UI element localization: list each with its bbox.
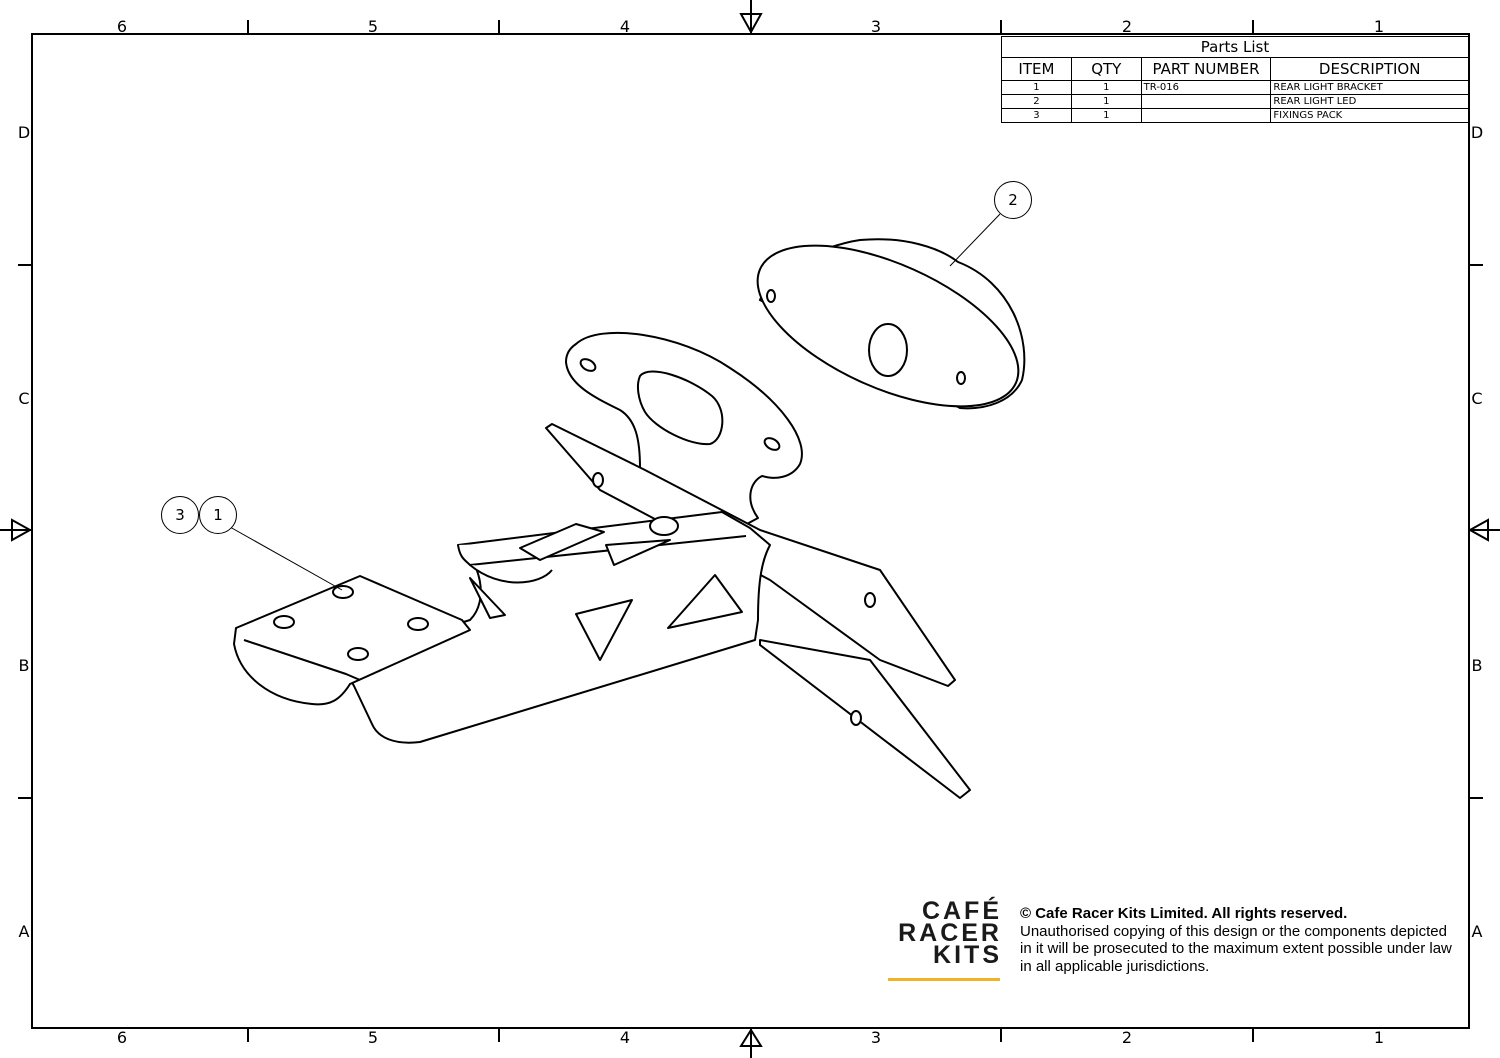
zone-label-left-b: B xyxy=(18,656,30,675)
copyright-notice: © Cafe Racer Kits Limited. All rights re… xyxy=(1020,905,1460,975)
zone-label-right-d: D xyxy=(1470,123,1484,142)
cell-part-number: TR-016 xyxy=(1140,80,1272,95)
zone-label-bottom-4: 4 xyxy=(619,1028,631,1047)
brand-logo-line-3: KITS xyxy=(933,941,1002,969)
cell-qty: 1 xyxy=(1070,94,1142,109)
copyright-heading: © Cafe Racer Kits Limited. All rights re… xyxy=(1020,905,1348,922)
rear-light-led xyxy=(756,238,1026,410)
cell-item: 3 xyxy=(1001,108,1072,123)
header-qty: QTY xyxy=(1070,57,1142,81)
brand-logo-line-1: CAFÉ xyxy=(921,897,1002,925)
zone-label-bottom-3: 3 xyxy=(870,1028,882,1047)
leader-led xyxy=(949,213,1001,267)
balloon-item-3: 3 xyxy=(161,496,199,534)
copyright-body: Unauthorised copying of this design or t… xyxy=(1020,922,1452,975)
cell-item: 2 xyxy=(1001,94,1072,109)
zone-label-left-d: D xyxy=(17,123,31,142)
table-row: 2 1 REAR LIGHT LED xyxy=(1001,94,1469,109)
zone-label-bottom-2: 2 xyxy=(1121,1028,1133,1047)
zone-label-top-2: 2 xyxy=(1121,17,1133,36)
header-description: DESCRIPTION xyxy=(1270,57,1469,81)
rear-light-bracket xyxy=(233,331,971,799)
zone-label-top-4: 4 xyxy=(619,17,631,36)
brand-logo: CAFÉ RACER KITS xyxy=(884,897,1002,969)
zone-label-right-b: B xyxy=(1471,656,1483,675)
zone-label-bottom-6: 6 xyxy=(116,1028,128,1047)
parts-list-table: Parts List ITEM QTY PART NUMBER DESCRIPT… xyxy=(1001,36,1469,123)
zone-label-top-5: 5 xyxy=(367,17,379,36)
balloon-item-2: 2 xyxy=(994,181,1032,219)
cell-part-number xyxy=(1140,94,1272,109)
brand-accent-bar xyxy=(888,978,1000,981)
table-row: 1 1 TR-016 REAR LIGHT BRACKET xyxy=(1001,80,1469,95)
cell-qty: 1 xyxy=(1070,80,1142,95)
header-item: ITEM xyxy=(1001,57,1072,81)
cell-part-number xyxy=(1140,108,1272,123)
zone-label-top-3: 3 xyxy=(870,17,882,36)
brand-logo-line-2: RACER xyxy=(898,919,1002,947)
zone-label-right-a: A xyxy=(1471,922,1483,941)
header-part-number: PART NUMBER xyxy=(1140,57,1272,81)
balloon-item-1: 1 xyxy=(199,496,237,534)
cell-description: FIXINGS PACK xyxy=(1270,108,1469,123)
table-row: 3 1 FIXINGS PACK xyxy=(1001,108,1469,123)
zone-label-left-c: C xyxy=(18,389,30,408)
cell-description: REAR LIGHT LED xyxy=(1270,94,1469,109)
zone-label-bottom-5: 5 xyxy=(367,1028,379,1047)
leader-bracket xyxy=(229,526,343,591)
cell-description: REAR LIGHT BRACKET xyxy=(1270,80,1469,95)
cell-item: 1 xyxy=(1001,80,1072,95)
zone-label-bottom-1: 1 xyxy=(1373,1028,1385,1047)
zone-label-left-a: A xyxy=(18,922,30,941)
zone-label-top-6: 6 xyxy=(116,17,128,36)
cell-qty: 1 xyxy=(1070,108,1142,123)
zone-label-right-c: C xyxy=(1471,389,1483,408)
parts-list-title: Parts List xyxy=(1001,36,1469,58)
zone-label-top-1: 1 xyxy=(1373,17,1385,36)
